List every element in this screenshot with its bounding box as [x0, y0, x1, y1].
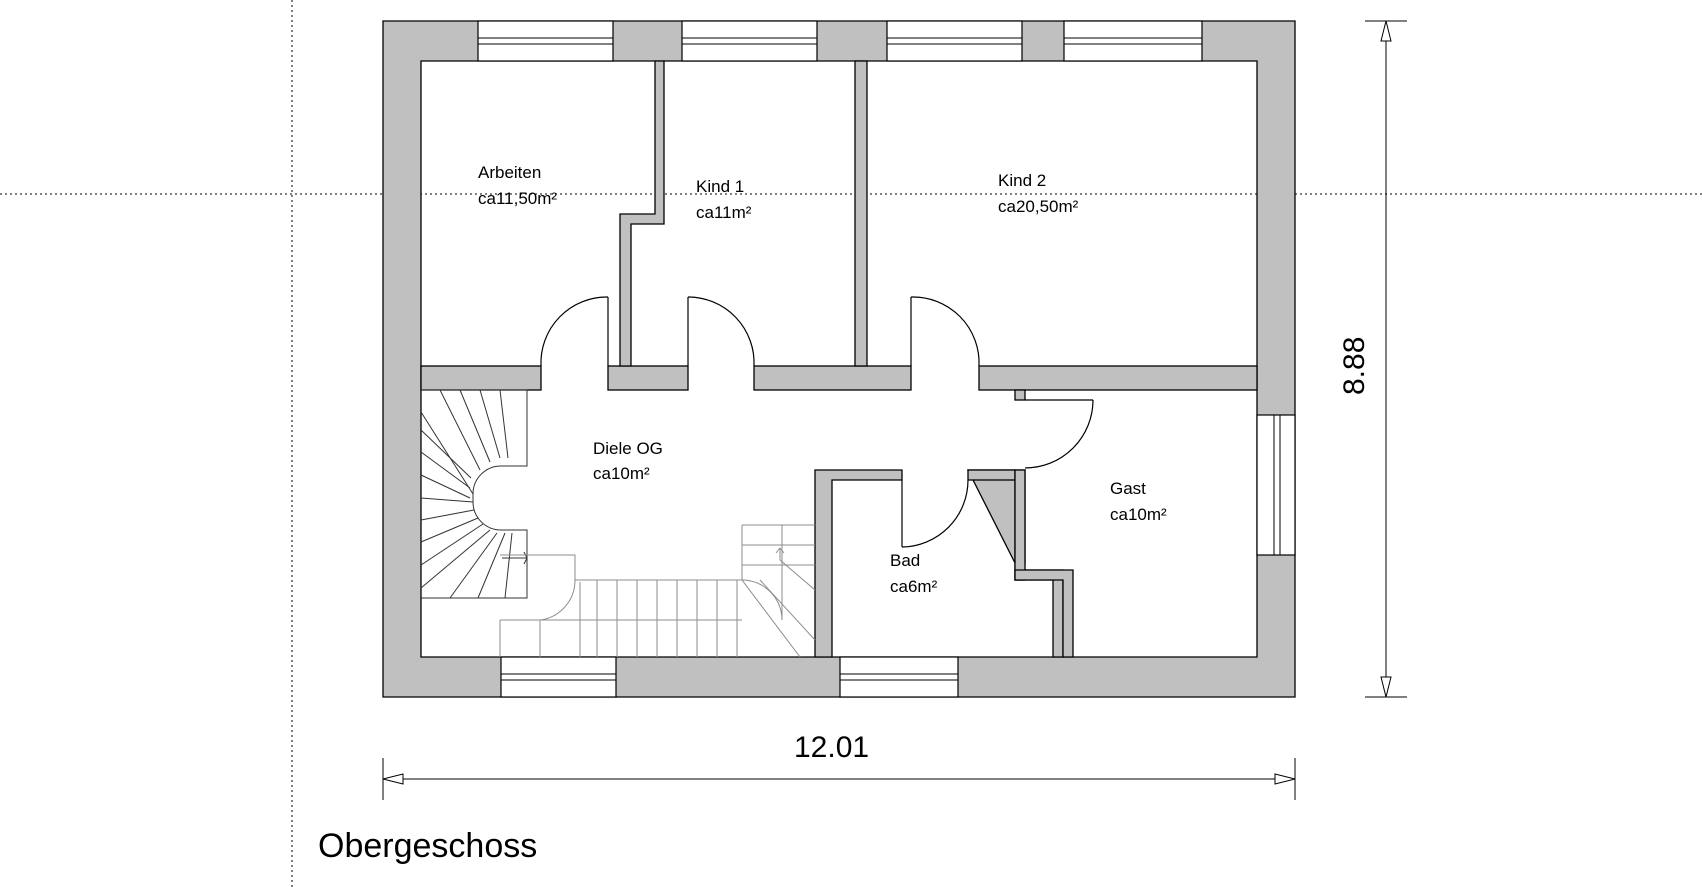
room-area-gast: ca10m² [1110, 505, 1167, 524]
room-name-gast: Gast [1110, 479, 1146, 498]
width-dimension-label: 12.01 [794, 731, 869, 764]
room-name-kind-1: Kind 1 [696, 177, 744, 196]
staircase-left [420, 389, 528, 599]
room-name-arbeiten: Arbeiten [478, 163, 541, 182]
depth-dimension [1365, 20, 1407, 698]
room-area-diele-og: ca10m² [593, 464, 650, 483]
room-area-kind-1: ca11m² [696, 203, 752, 222]
interior-walls [420, 60, 1258, 658]
plan-title: Obergeschoss [318, 827, 537, 865]
room-name-kind-2: Kind 2 [998, 171, 1046, 190]
room-name-bad: Bad [890, 551, 920, 570]
room-name-diele-og: Diele OG [593, 439, 663, 458]
window-glazing [478, 37, 1281, 681]
staircase-center [499, 524, 816, 658]
outer-walls [382, 20, 1296, 698]
room-labels: Arbeiten ca11,50m² Kind 1 ca11m² Kind 2 … [478, 163, 1167, 596]
door-swings [540, 296, 1094, 548]
width-dimension [382, 758, 1296, 800]
windows [477, 20, 1296, 698]
room-area-kind-2: ca20,50m² [998, 197, 1079, 216]
room-area-arbeiten: ca11,50m² [478, 189, 557, 208]
room-area-bad: ca6m² [890, 577, 938, 596]
depth-dimension-label: 8.88 [1338, 337, 1371, 395]
